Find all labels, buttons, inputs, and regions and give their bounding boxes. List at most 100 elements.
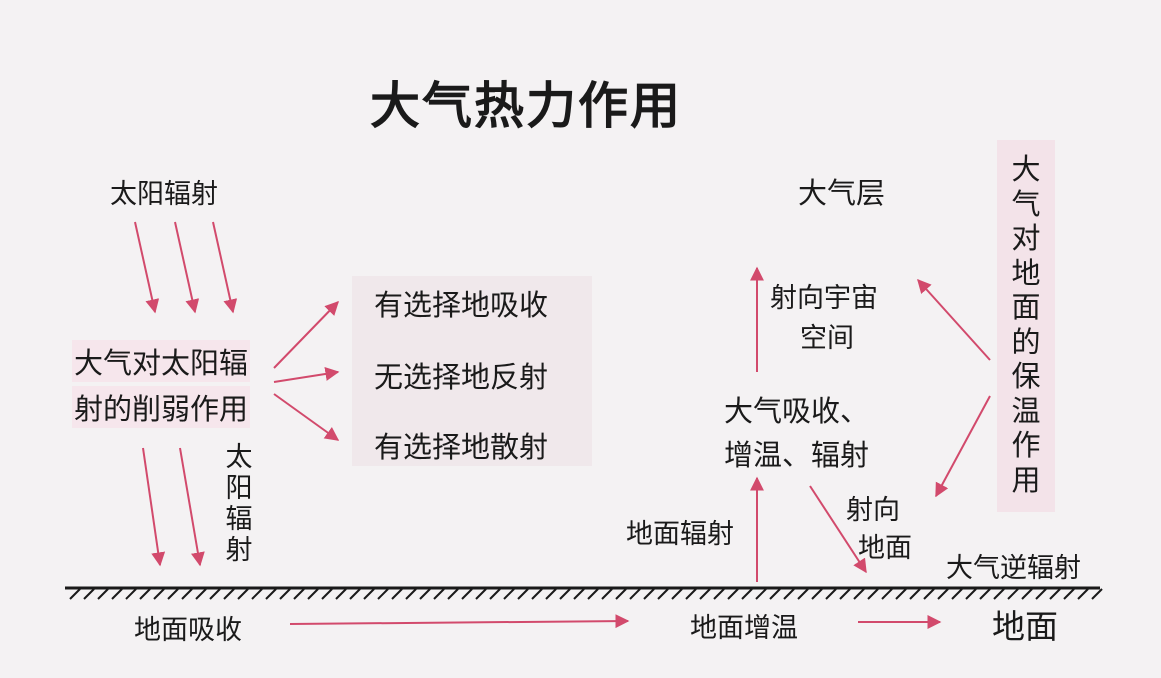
hatch-mark <box>853 588 865 600</box>
hatch-mark <box>139 588 151 600</box>
down-arrow-1 <box>142 447 166 567</box>
hatch-mark <box>769 588 781 600</box>
hatch-mark <box>251 588 263 600</box>
to-ground-line2: 地面 <box>858 533 912 564</box>
hatch-mark <box>363 588 375 600</box>
hatch-mark <box>237 588 249 600</box>
hatch-mark <box>825 588 837 600</box>
hatch-mark <box>181 588 193 600</box>
hatch-mark <box>153 588 165 600</box>
hatch-mark <box>1091 588 1103 600</box>
weakening-label-line2: 射的削弱作用 <box>72 386 251 428</box>
insulation-background <box>997 140 1055 512</box>
to-space-line1: 射向宇宙 <box>770 283 878 314</box>
solar-radiation-vertical: 太阳辐射 <box>225 442 253 566</box>
hatch-mark <box>335 588 347 600</box>
hatch-mark <box>713 588 725 600</box>
diagram-title: 大气热力作用 <box>370 77 682 135</box>
ground-warm-label: 地面增温 <box>690 613 798 644</box>
hatch-mark <box>867 588 879 600</box>
solar-arrow-1 <box>134 221 160 314</box>
solar-radiation-label: 太阳辐射 <box>110 179 218 210</box>
hatch-mark <box>643 588 655 600</box>
hatch-mark <box>391 588 403 600</box>
hatch-mark <box>881 588 893 600</box>
hatch-mark <box>937 588 949 600</box>
hatch-mark <box>167 588 179 600</box>
insulation-arrow-up <box>917 278 991 361</box>
hatch-mark <box>97 588 109 600</box>
hatch-mark <box>377 588 389 600</box>
ground-radiation-label: 地面辐射 <box>626 519 734 550</box>
hatch-mark <box>195 588 207 600</box>
to-ground-line1: 射向 <box>846 495 900 526</box>
hatch-mark <box>965 588 977 600</box>
hatch-mark <box>545 588 557 600</box>
weakening-label-line1: 大气对太阳辐 <box>72 340 251 382</box>
hatch-mark <box>979 588 991 600</box>
hatch-mark <box>1063 588 1075 600</box>
atmosphere-label: 大气层 <box>798 176 886 210</box>
hatch-mark <box>447 588 459 600</box>
solar-arrow-3 <box>212 221 238 314</box>
to-space-line2: 空间 <box>800 323 854 354</box>
hatch-mark <box>797 588 809 600</box>
hatch-mark <box>1021 588 1033 600</box>
hatch-mark <box>671 588 683 600</box>
absorb-line2: 增温、辐射 <box>724 438 870 472</box>
effect-reflect: 无选择地反射 <box>374 360 549 394</box>
hatch-mark <box>601 588 613 600</box>
hatch-mark <box>419 588 431 600</box>
counter-radiation-label: 大气逆辐射 <box>946 553 1081 584</box>
effect-arrow-scatter <box>273 393 340 441</box>
solar-arrow-2 <box>174 221 200 314</box>
effect-arrow-reflect <box>273 367 340 383</box>
absorb-line1: 大气吸收、 <box>724 394 870 428</box>
hatch-mark <box>741 588 753 600</box>
to-ground-arrow <box>809 485 867 574</box>
hatch-mark <box>489 588 501 600</box>
hatch-mark <box>685 588 697 600</box>
hatch-mark <box>503 588 515 600</box>
hatch-mark <box>727 588 739 600</box>
hatch-mark <box>839 588 851 600</box>
hatch-mark <box>657 588 669 600</box>
hatch-mark <box>1035 588 1047 600</box>
hatch-mark <box>615 588 627 600</box>
hatch-mark <box>83 588 95 600</box>
ground-absorb-label: 地面吸收 <box>134 615 242 646</box>
ground-label: 地面 <box>992 607 1058 646</box>
hatch-mark <box>321 588 333 600</box>
hatch-mark <box>405 588 417 600</box>
down-arrow-2 <box>179 447 205 567</box>
ground-hatching <box>69 588 1103 600</box>
hatch-mark <box>993 588 1005 600</box>
hatch-mark <box>1049 588 1061 600</box>
hatch-mark <box>531 588 543 600</box>
hatch-mark <box>895 588 907 600</box>
insulation-vertical: 大气对地面的保温作用 <box>1011 152 1041 497</box>
effect-scatter: 有选择地散射 <box>374 430 549 464</box>
hatch-mark <box>629 588 641 600</box>
hatch-mark <box>111 588 123 600</box>
absorb-to-warm-arrow <box>289 614 630 629</box>
hatch-mark <box>755 588 767 600</box>
hatch-mark <box>573 588 585 600</box>
hatch-mark <box>1007 588 1019 600</box>
hatch-mark <box>293 588 305 600</box>
hatch-mark <box>223 588 235 600</box>
hatch-mark <box>587 588 599 600</box>
hatch-mark <box>433 588 445 600</box>
hatch-mark <box>349 588 361 600</box>
hatch-mark <box>265 588 277 600</box>
hatch-mark <box>69 588 81 600</box>
hatch-mark <box>517 588 529 600</box>
hatch-mark <box>307 588 319 600</box>
hatch-mark <box>699 588 711 600</box>
effects-background <box>352 276 592 466</box>
hatch-mark <box>783 588 795 600</box>
hatch-mark <box>559 588 571 600</box>
hatch-mark <box>209 588 221 600</box>
hatch-mark <box>811 588 823 600</box>
